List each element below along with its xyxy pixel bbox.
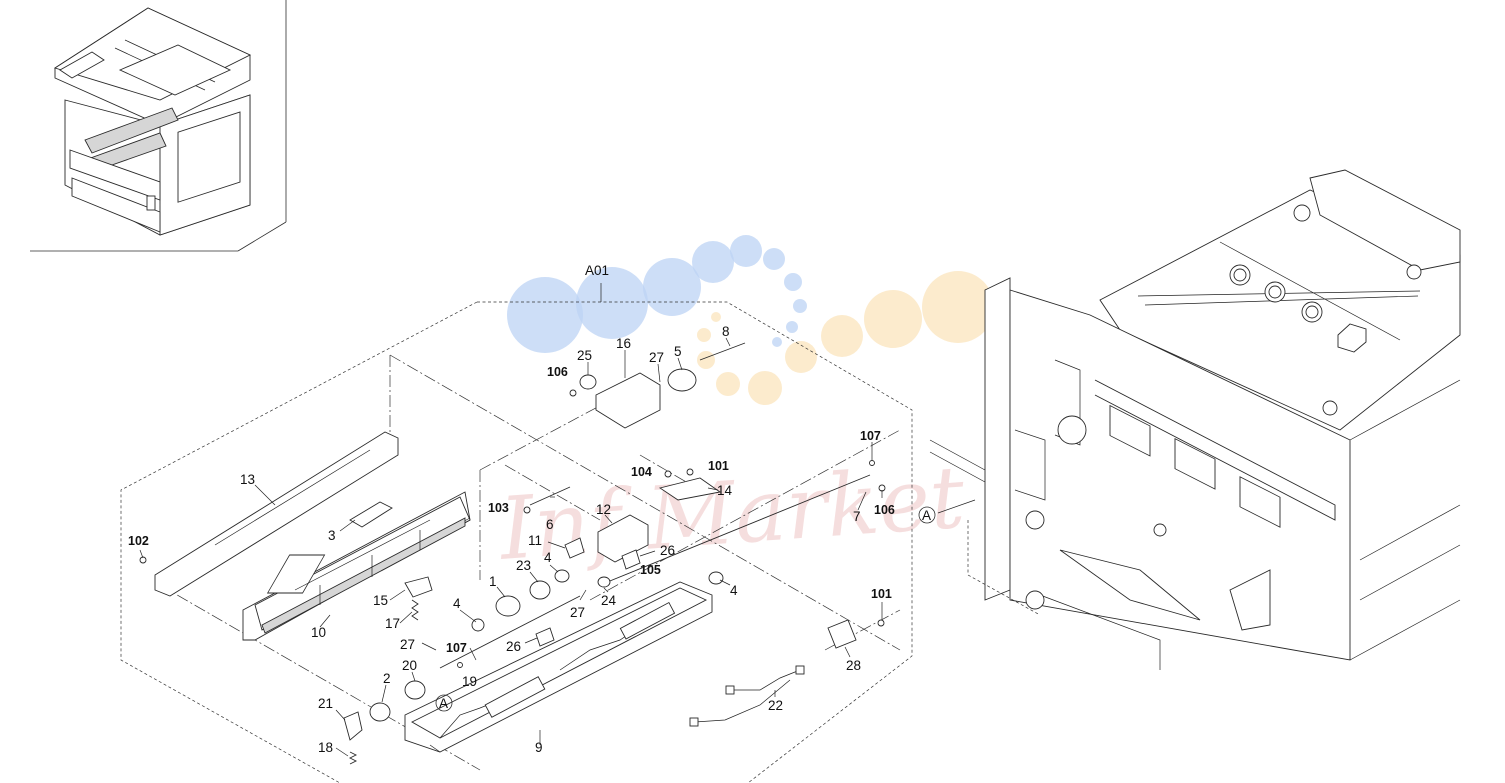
- watermark-text: Inf-Market: [495, 448, 968, 580]
- part-14-plate: [658, 477, 722, 501]
- part-20-roller: [404, 680, 426, 700]
- part-28-connector: [827, 619, 857, 649]
- part-18-spring: [348, 751, 358, 765]
- assembly-label: A01: [585, 263, 609, 278]
- part-4-bushing: [554, 569, 570, 583]
- screw-103: [523, 506, 531, 514]
- part-11-actuator: [564, 537, 585, 559]
- screw-102: [139, 556, 147, 564]
- callout-106-lower: 106: [874, 503, 895, 517]
- e-ring-106-upper: [569, 389, 577, 397]
- part-2-roller: [369, 702, 391, 722]
- callout-103: 103: [488, 501, 509, 515]
- callout-26-lower: 26: [506, 639, 521, 654]
- part-24-bushing: [597, 576, 611, 588]
- parts: [139, 342, 886, 765]
- screw-104: [664, 470, 672, 478]
- part-19-shaft: [439, 595, 581, 669]
- callout-20: 20: [402, 658, 417, 673]
- part-23-roller: [529, 580, 551, 600]
- callout-26-upper: 26: [660, 543, 675, 558]
- callout-10: 10: [311, 625, 326, 640]
- callout-13: 13: [240, 472, 255, 487]
- callout-21: 21: [318, 696, 333, 711]
- callout-6: 6: [546, 517, 554, 532]
- part-4-bushing-right: [708, 571, 724, 585]
- callout-11: 11: [528, 533, 542, 548]
- view-marker-lower: A: [439, 696, 448, 711]
- callout-15: 15: [373, 593, 388, 608]
- callout-27-left: 27: [400, 637, 415, 652]
- callout-101-upper: 101: [708, 459, 729, 473]
- part-17-spring: [411, 599, 419, 621]
- part-1-roller: [495, 595, 521, 617]
- pin-107-lower: [457, 662, 463, 668]
- callout-7: 7: [853, 509, 861, 524]
- callout-104: 104: [631, 465, 652, 479]
- part-21-lever: [343, 711, 363, 741]
- callout-23: 23: [516, 558, 531, 573]
- part-13-guide-plate: [154, 431, 399, 597]
- screw-101-lower: [877, 619, 885, 627]
- part-15-lever: [404, 576, 433, 598]
- part-8-shaft: [699, 342, 746, 361]
- callout-28: 28: [846, 658, 861, 673]
- callout-17: 17: [385, 616, 400, 631]
- machine-frame: [929, 169, 1461, 670]
- callout-16: 16: [616, 336, 631, 351]
- callout-14: 14: [717, 483, 733, 498]
- view-marker-circle-right: [918, 506, 936, 524]
- callout-107-upper: 107: [860, 429, 881, 443]
- part-4-bushing-left: [471, 618, 485, 632]
- part-7-shaft: [599, 474, 871, 586]
- view-marker-right: A: [922, 508, 931, 523]
- callout-106-upper: 106: [547, 365, 568, 379]
- part-6-shaft: [529, 486, 571, 506]
- callout-1: 1: [489, 574, 497, 589]
- callout-27-middle: 27: [570, 605, 585, 620]
- machine-overview-inset: [30, 0, 287, 252]
- callout-5: 5: [674, 344, 682, 359]
- callout-24: 24: [601, 593, 617, 608]
- part-26-stopper-lower: [535, 627, 555, 647]
- part-3-label: [349, 501, 393, 528]
- leader-lines: [139, 337, 976, 757]
- part-16-bracket: [595, 372, 661, 429]
- part-25-bushing: [579, 374, 597, 390]
- callout-3: 3: [328, 528, 336, 543]
- callout-102: 102: [128, 534, 149, 548]
- callout-4-right: 4: [730, 583, 738, 598]
- callout-12: 12: [596, 502, 611, 517]
- callout-101-lower: 101: [871, 587, 892, 601]
- pin-107-upper: [869, 460, 875, 466]
- screw-101-upper: [686, 468, 694, 476]
- part-26-stopper: [621, 549, 641, 570]
- callout-18: 18: [318, 740, 333, 755]
- callouts: A01 A A 13 3 102 10 15 17 27 107 19 4 1 …: [128, 263, 931, 755]
- callout-4-middle: 4: [544, 550, 552, 565]
- callout-2: 2: [383, 671, 391, 686]
- callout-107-lower: 107: [446, 641, 467, 655]
- callout-105: 105: [640, 563, 661, 577]
- part-5-roller: [667, 368, 697, 392]
- callout-9: 9: [535, 740, 543, 755]
- callout-25: 25: [577, 348, 592, 363]
- part-10-conveying-guide: [242, 491, 471, 641]
- callout-4-left: 4: [453, 596, 461, 611]
- callout-22: 22: [768, 698, 783, 713]
- part-22-wire-harness: [730, 669, 801, 691]
- callout-27-upper: 27: [649, 350, 664, 365]
- view-marker-circle-lower: [435, 694, 453, 712]
- callout-8: 8: [722, 324, 730, 339]
- part-9-lower-frame: [404, 581, 713, 753]
- callout-19: 19: [462, 674, 477, 689]
- watermark: Inf-Market: [495, 235, 994, 580]
